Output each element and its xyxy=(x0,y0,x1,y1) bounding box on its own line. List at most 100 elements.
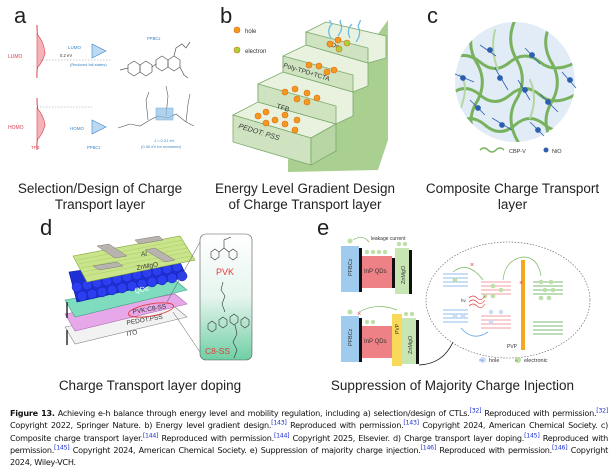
step-label-tfb: TFB xyxy=(275,103,290,114)
reference-link[interactable]: [146] xyxy=(420,444,437,452)
tfb-label: TFB xyxy=(31,145,40,150)
panel-c-figure: CBP-V NiO xyxy=(454,22,577,155)
reference-link[interactable]: [146] xyxy=(551,444,568,452)
figure-caption: Figure 13. Achieving e-h balance through… xyxy=(10,407,608,468)
inp-qds-label-bottom: InP QDs xyxy=(364,339,387,345)
pvp-label-zoom: PVP xyxy=(507,344,518,350)
leakage-current-label: leakage current xyxy=(371,236,406,242)
znmgo-block-top xyxy=(395,248,409,294)
ppbcz-highlight-box xyxy=(155,107,174,121)
c8-ss-molecule xyxy=(207,281,250,359)
ppbcz-top-label: PPBCz xyxy=(147,36,161,41)
znmgo-block-bottom xyxy=(402,318,416,364)
panel-e-title: Suppression of Majority Charge Injection xyxy=(330,378,575,393)
hole-legend-label: hole xyxy=(245,29,257,35)
electron-symbol: e- xyxy=(515,359,519,363)
zoom-connector xyxy=(418,341,454,366)
ppbcz-chain-molecule xyxy=(117,85,195,129)
reference-link[interactable]: [145] xyxy=(524,431,540,439)
hole-particles xyxy=(254,36,342,134)
pfbcz-block-top xyxy=(341,246,359,292)
step-label-qds: QDs xyxy=(325,40,340,51)
blocked-x-zoom-right: × xyxy=(519,280,523,287)
c8-ss-label: C8-SS xyxy=(205,346,230,356)
blocked-x-top-device: × xyxy=(357,311,361,318)
reference-link[interactable]: [32] xyxy=(596,407,608,415)
panel-d-letter: d xyxy=(40,215,53,240)
inp-qds-block-bottom xyxy=(362,326,392,358)
pfbcz-label-bottom: PFBCz xyxy=(348,328,354,346)
panel-b-title-line1: Energy Level Gradient Design xyxy=(214,181,396,196)
panel-c-title-line1: Composite Charge Transport xyxy=(425,181,600,196)
pvp-barrier xyxy=(521,260,525,350)
caption-text-segment: Reproduced with permission. xyxy=(481,408,597,418)
panel-b-letter: b xyxy=(220,3,233,28)
panel-b-title: Energy Level Gradient Design of Charge T… xyxy=(205,181,405,213)
znmgo-levels xyxy=(533,281,563,335)
tfb-lumo-label: LUMO xyxy=(8,54,23,60)
tfb-homo-label: HOMO xyxy=(8,125,24,131)
inp-qds-block-top xyxy=(362,256,392,288)
pfbcz-block-bottom xyxy=(341,316,359,362)
j-value-label: J = 0.21 eV xyxy=(154,138,175,143)
reference-link[interactable]: [143] xyxy=(403,419,419,427)
caption-label: Figure 13. xyxy=(10,408,55,418)
electron-legend-label: electronic xyxy=(524,358,548,364)
znmgo-label-bottom: ZnMgO xyxy=(408,335,414,354)
electron-particles xyxy=(335,39,351,53)
caption-text-segment: Reproduced with permission. xyxy=(436,444,552,455)
nio-legend-icon xyxy=(543,147,549,153)
caption-text-segment: Reproduced with permission. xyxy=(10,432,608,455)
caption-text-segment: Copyright 2024, American Chemical Societ… xyxy=(69,444,421,455)
caption-text-segment: Reproduced with permission. xyxy=(286,420,404,431)
cbp-v-legend-label: CBP-V xyxy=(509,149,526,155)
panel-c-title-line2: layer xyxy=(497,197,528,212)
reference-link[interactable]: [144] xyxy=(273,431,290,439)
pvp-block xyxy=(392,314,402,366)
panel-d-title: Charge Transport layer doping xyxy=(58,378,242,393)
reference-link[interactable]: [144] xyxy=(142,431,159,439)
light-emission-arrows xyxy=(328,20,362,43)
panel-d-figure: ITO PEDOT:PSS PVK:C8-SS QDs ZnMgO Al xyxy=(64,233,253,361)
ppbcz-lumo-label: LUMO xyxy=(68,45,82,50)
hole-legend-icon xyxy=(233,26,241,34)
hv-label: hν xyxy=(461,298,467,303)
hole-legend-icon xyxy=(480,357,486,363)
reference-link[interactable]: [143] xyxy=(271,419,287,427)
panel-a-letter: a xyxy=(14,3,27,28)
panel-a-figure: LUMO HOMO TFB LUMO 0.2 eV (Reduced tail … xyxy=(8,24,195,151)
ppbcz-homo-label: HOMO xyxy=(70,126,84,131)
reference-link[interactable]: [32] xyxy=(469,407,482,415)
reference-link[interactable]: [145] xyxy=(54,444,70,452)
panel-a-title-line2: Transport layer xyxy=(54,197,146,212)
electron-legend-label: electron xyxy=(245,49,266,55)
pfbcz-label-top: PFBCz xyxy=(348,258,354,276)
caption-text-segment: Copyright 2024, American Chemical Societ… xyxy=(10,420,608,443)
blocked-x-zoom-left: × xyxy=(470,262,474,269)
inp-qds-label-top: InP QDs xyxy=(364,269,387,275)
nio-legend-label: NiO xyxy=(552,149,562,155)
panel-a-title-line1: Selection/Design of Charge xyxy=(17,181,183,196)
monomer-value-label: (0.30 eV for monomer) xyxy=(141,144,182,149)
ppbcz-molecule xyxy=(119,41,191,79)
caption-text-segment: Copyright 2022, Springer Nature. b) Ener… xyxy=(10,420,272,431)
znmgo-label-top: ZnMgO xyxy=(401,265,407,284)
qd-levels xyxy=(481,281,511,329)
layer-label-znmgo: ZnMgO xyxy=(136,261,159,272)
caption-text-segment: Copyright 2024, Wiley-VCH. xyxy=(10,444,608,468)
panel-a-title: Selection/Design of Charge Transport lay… xyxy=(5,181,195,213)
panel-c-title: Composite Charge Transport layer xyxy=(415,181,610,213)
panel-b-figure: PEDOT: PSS TFB Poly-TPD+TCTA QDs hole el… xyxy=(231,20,388,172)
hole-legend-label: hole xyxy=(489,358,499,364)
al-electrodes xyxy=(92,235,176,271)
caption-text-segment: Achieving e-h balance through energy lev… xyxy=(54,408,470,418)
nio-particles xyxy=(454,44,577,137)
composite-circle xyxy=(455,22,575,142)
panel-b-title-line2: of Charge Transport layer xyxy=(228,197,382,212)
panel-c-letter: c xyxy=(427,3,438,28)
layer-label-ito: ITO xyxy=(126,329,138,338)
cbp-v-legend-icon xyxy=(479,147,505,153)
reduced-tail-label: (Reduced tail states) xyxy=(70,62,107,67)
energy-gap-label: 0.2 eV xyxy=(60,53,72,58)
caption-body: Achieving e-h balance through energy lev… xyxy=(10,408,608,467)
